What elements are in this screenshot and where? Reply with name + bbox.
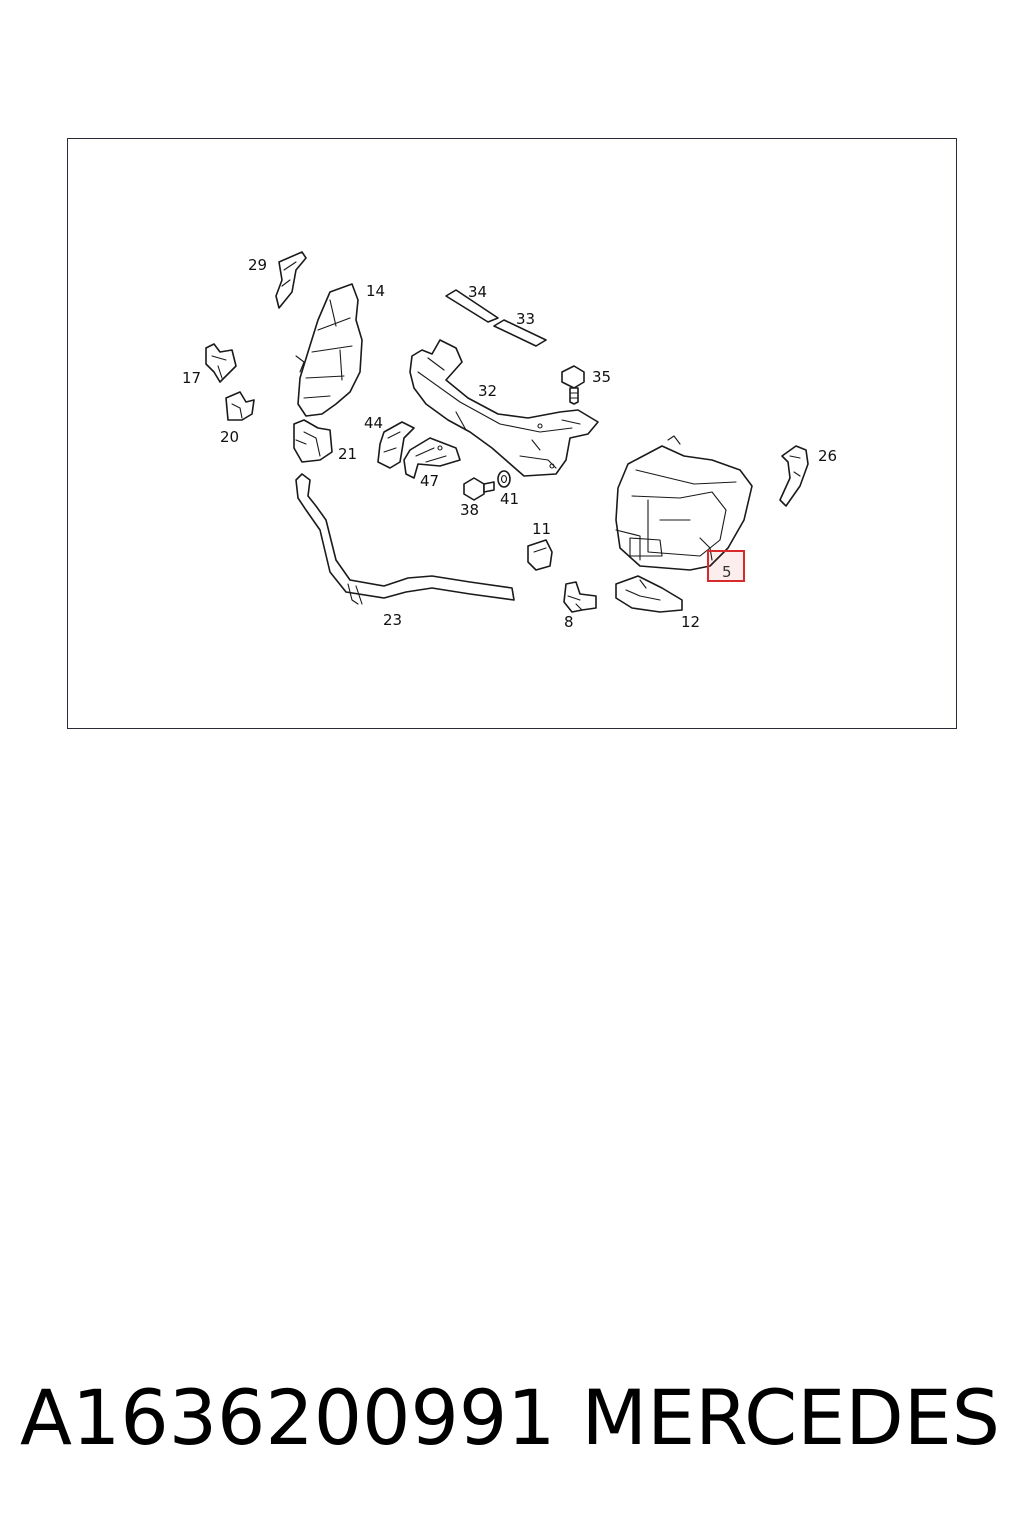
part-26-bracket[interactable] <box>779 445 809 507</box>
footer: A1636200991 MERCEDES <box>0 1370 1024 1470</box>
callout-47[interactable]: 47 <box>420 472 439 490</box>
callout-35[interactable]: 35 <box>592 368 611 386</box>
callout-14[interactable]: 14 <box>366 282 385 300</box>
part-20-bracket[interactable] <box>225 391 255 421</box>
highlight-box-5 <box>707 550 745 582</box>
part-33-strip[interactable] <box>493 319 547 347</box>
part-23-pipe[interactable] <box>295 473 515 605</box>
part-number: A1636200991 <box>20 1373 556 1462</box>
callout-38[interactable]: 38 <box>460 501 479 519</box>
part-17-bracket[interactable] <box>205 343 237 383</box>
callout-29[interactable]: 29 <box>248 256 267 274</box>
part-41-washer[interactable] <box>497 470 511 488</box>
callout-34[interactable]: 34 <box>468 283 487 301</box>
callout-5[interactable]: 5 <box>722 563 732 581</box>
callout-44[interactable]: 44 <box>364 414 383 432</box>
part-38-bolt[interactable] <box>463 477 495 501</box>
part-32-cross-member[interactable] <box>409 339 599 477</box>
part-35-bolt[interactable] <box>561 365 585 405</box>
callout-17[interactable]: 17 <box>182 369 201 387</box>
part-29-bracket[interactable] <box>275 251 307 309</box>
part-34-strip[interactable] <box>445 289 499 323</box>
callout-41[interactable]: 41 <box>500 490 519 508</box>
part-5-headlamp-housing[interactable] <box>615 435 753 571</box>
part-44-bracket[interactable] <box>377 421 415 469</box>
callout-26[interactable]: 26 <box>818 447 837 465</box>
part-14-side-panel[interactable] <box>295 283 363 417</box>
callout-20[interactable]: 20 <box>220 428 239 446</box>
callout-8[interactable]: 8 <box>564 613 574 631</box>
callout-33[interactable]: 33 <box>516 310 535 328</box>
part-12-bracket[interactable] <box>615 575 683 613</box>
callout-12[interactable]: 12 <box>681 613 700 631</box>
part-21-block[interactable] <box>293 419 333 463</box>
part-11-bracket[interactable] <box>527 539 553 571</box>
brand-name: MERCEDES <box>581 1373 1000 1462</box>
callout-21[interactable]: 21 <box>338 445 357 463</box>
callout-23[interactable]: 23 <box>383 611 402 629</box>
callout-11[interactable]: 11 <box>532 520 551 538</box>
part-8-bracket[interactable] <box>563 581 597 613</box>
part-47-clip[interactable] <box>403 437 461 479</box>
callout-32[interactable]: 32 <box>478 382 497 400</box>
